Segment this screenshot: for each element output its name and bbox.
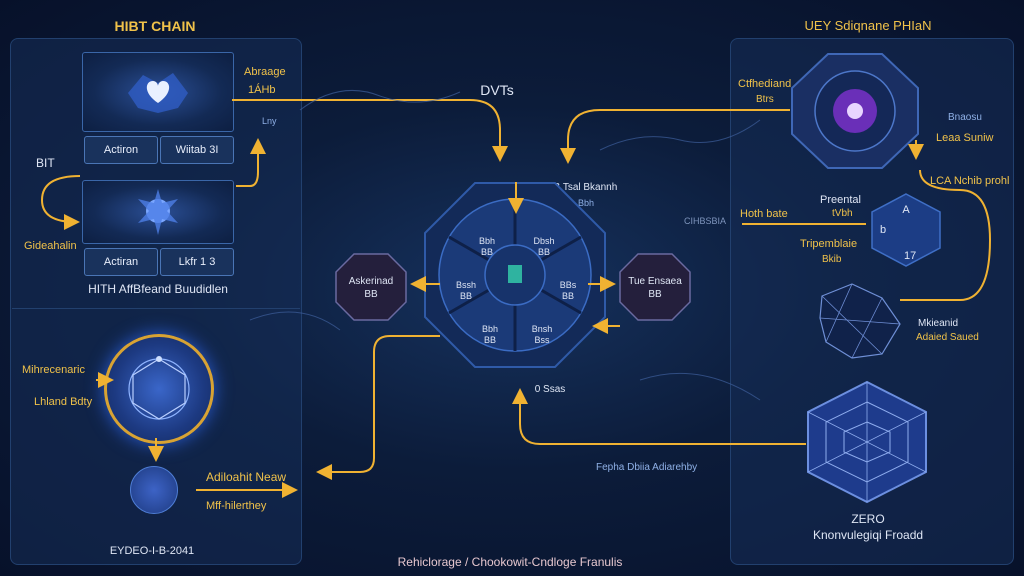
zero-title: ZERO: [851, 512, 885, 526]
lower-label-4: Mff-hilerthey: [206, 500, 267, 512]
left-panel-footer: EYDEO-I-B-2041: [109, 545, 195, 557]
action-button-1[interactable]: Actiron: [84, 136, 158, 164]
hex-letter-a: A: [902, 204, 910, 216]
proof-label-4: Tripemblaie: [800, 238, 858, 250]
proof-label-3: Hoth bate: [740, 208, 788, 220]
left-node-shape: [335, 253, 407, 321]
center-footer: Rehiclorage / Chookowit-Cndloge Franulis: [397, 555, 623, 569]
heart-chain-image: [82, 52, 234, 132]
action-button-4[interactable]: Lkfr 1 3: [160, 248, 234, 276]
hub-segment-5: Bbh BB: [481, 324, 499, 345]
mesh-network-icon: [819, 283, 901, 359]
side-label-top-1: Abraage: [244, 66, 286, 78]
hex-letter-b: b: [880, 224, 887, 236]
side-label-left-2: Gideahalin: [24, 240, 77, 252]
lower-label-1: Mihrecenaric: [22, 364, 85, 376]
proof-hexagon: [871, 193, 941, 267]
small-orb: [130, 466, 178, 514]
hub-label-2: Bbh: [578, 198, 595, 208]
hub-bottom-label: 0 Ssas: [534, 384, 566, 395]
spiky-orb-image: [82, 180, 234, 244]
center-title: DVTs: [480, 82, 514, 98]
orb-label-1: Ctfhediand: [738, 78, 792, 90]
star-orb-icon: [138, 189, 178, 235]
orb-label-2: Btrs: [756, 94, 774, 105]
purple-orb-node: [791, 53, 919, 169]
side-top-1: Bnaosu: [948, 112, 982, 123]
proof-label-1: Preental: [820, 194, 861, 206]
large-orb: [104, 334, 214, 444]
action-button-2[interactable]: Wiitab 3I: [160, 136, 234, 164]
side-tag: CIHBSBIA: [684, 216, 727, 226]
core-icon: [508, 265, 522, 283]
proof-label-2: tVbh: [832, 208, 853, 219]
zero-subtitle: Knonvulegiqi Froadd: [812, 528, 924, 542]
action-button-3[interactable]: Actiran: [84, 248, 158, 276]
lattice-icon: [128, 356, 190, 420]
hub-segment-2: Dbsh BB: [533, 236, 555, 257]
right-node-label: Tue Ensaea BB: [628, 276, 682, 300]
hub-segment-6: Bnsh Bss: [531, 324, 553, 345]
left-panel-title: HIBT CHAIN: [114, 18, 196, 34]
hex-letter-17: 17: [904, 250, 917, 262]
right-panel-title: UEY Sdiqnane PHIaN: [804, 18, 932, 33]
side-top-2: Leaa Suniw: [936, 132, 994, 144]
central-hub: [424, 182, 606, 368]
hub-segment-1: Bbh BB: [478, 236, 496, 257]
left-panel-caption: HITH AffBfeand Buudidlen: [88, 282, 228, 296]
heart-icon: [128, 73, 188, 113]
bottom-link-label: Fepha Dbiia Adiarehby: [596, 462, 698, 473]
mesh-label-2: Adaied Saued: [916, 332, 979, 343]
side-label-top-2: 1ÁHb: [248, 84, 276, 96]
side-mid-1: LCA Nchib prohl: [930, 175, 1010, 187]
hub-segment-3: BBs BB: [559, 280, 577, 301]
mesh-label-1: Mkieanid: [918, 318, 959, 329]
right-node-shape: [619, 253, 691, 321]
zero-knowledge-hexagon: [807, 380, 927, 504]
proof-label-5: Bkib: [822, 254, 842, 265]
side-label-top-3: Lny: [262, 116, 277, 126]
panel-divider: [12, 308, 300, 309]
left-node-label: Askerinad BB: [348, 276, 394, 300]
hub-label-1: 1B Tsal Bkannh: [548, 182, 618, 193]
side-label-left-1: BIT: [36, 156, 55, 170]
hub-segment-4: Bssh BB: [455, 280, 477, 301]
lower-label-3: Adiloahit Neaw: [206, 470, 287, 484]
lower-label-2: Lhland Bdty: [34, 396, 93, 408]
